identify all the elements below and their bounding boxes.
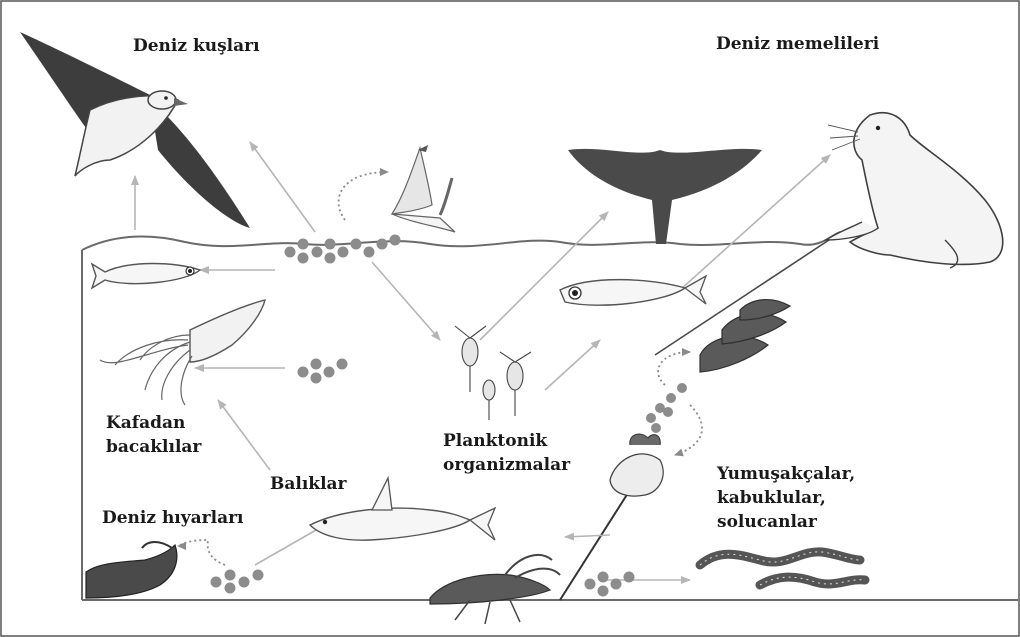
squid-illustration (100, 300, 265, 405)
arrow-fish-to-squid (218, 400, 270, 470)
label-marine-mammals: Deniz memelileri (716, 32, 879, 56)
whale-tail-illustration (568, 149, 762, 244)
label-invertebrates-line2: kabuklular, (717, 486, 855, 510)
small-fish-illustration (92, 264, 200, 289)
arrow-to-sea-cucumber (178, 540, 225, 565)
label-cephalopods: Kafadan bacaklılar (106, 411, 201, 459)
arrow-plankton-to-whale (480, 212, 608, 340)
arrow-to-plankton (372, 262, 440, 340)
seagull-illustration (392, 145, 455, 232)
arrow-to-mussels (658, 352, 690, 385)
barnacle-illustration (610, 434, 663, 496)
label-fish: Balıklar (270, 472, 347, 496)
label-plankton-line1: Planktonik (443, 429, 570, 453)
arrow-to-gull (339, 172, 388, 220)
lanternfish-illustration (560, 276, 706, 305)
label-invertebrates-line1: Yumuşakçalar, (717, 462, 855, 486)
worms-illustration (700, 552, 865, 585)
label-invertebrates: Yumuşakçalar, kabuklular, solucanlar (717, 462, 855, 534)
particles-surface (285, 235, 401, 264)
label-seabirds: Deniz kuşları (133, 34, 260, 58)
arrow-to-seabird (250, 142, 315, 232)
label-cephalopods-line2: bacaklılar (106, 435, 201, 459)
arrow-to-crayfish (565, 535, 610, 537)
mussels-illustration (700, 300, 790, 372)
label-sea-cucumbers: Deniz hıyarları (102, 506, 244, 530)
particles-floor-right (585, 572, 635, 597)
plankton-illustration (455, 326, 531, 420)
particles-floor-left (211, 570, 264, 594)
label-plankton-line2: organizmalar (443, 453, 570, 477)
crayfish-illustration (430, 555, 560, 624)
sea-lion-illustration (826, 113, 1003, 268)
particles-slope (646, 383, 687, 433)
arrow-plankton-to-fish (545, 340, 600, 390)
sea-cucumber-illustration (86, 542, 177, 598)
label-plankton: Planktonik organizmalar (443, 429, 570, 477)
label-cephalopods-line1: Kafadan (106, 411, 201, 435)
arrow-to-barnacle (675, 405, 702, 455)
label-invertebrates-line3: solucanlar (717, 510, 855, 534)
particles-mid (298, 359, 348, 384)
